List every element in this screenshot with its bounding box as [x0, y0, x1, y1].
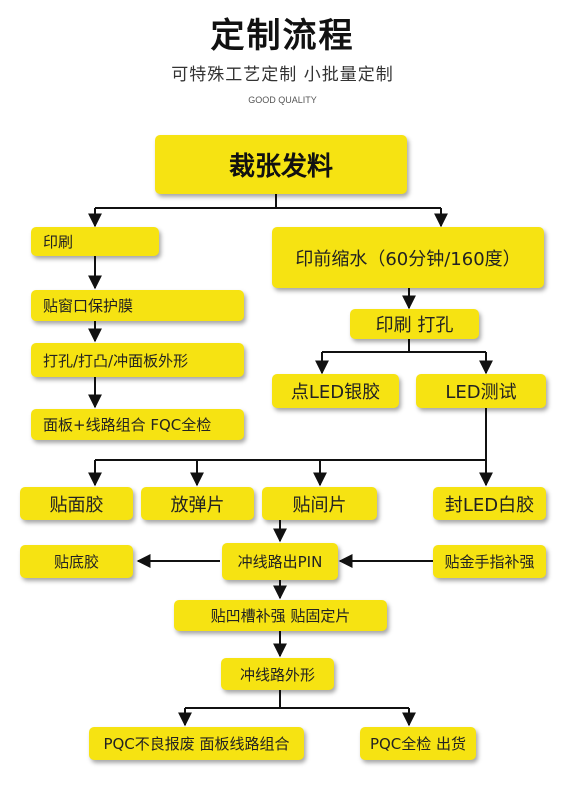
step-led-test: LED测试: [416, 374, 546, 408]
step-cut-material: 裁张发料: [155, 135, 407, 194]
page-subtitle: 可特殊工艺定制 小批量定制: [171, 65, 394, 85]
step-print-left: 印刷: [31, 227, 159, 256]
step-window-film: 贴窗口保护膜: [31, 290, 244, 321]
step-reject-assembly: PQC不良报废 面板线路组合: [89, 727, 304, 760]
page-title: 定制流程: [210, 16, 355, 56]
step-face-adhesive: 贴面胶: [20, 487, 133, 520]
step-groove-reinforce: 贴凹槽补强 贴固定片: [174, 600, 387, 631]
step-punch-shape: 打孔/打凸/冲面板外形: [31, 343, 244, 377]
step-spacer: 贴间片: [262, 487, 377, 520]
step-panel-assembly: 面板+线路组合 FQC全检: [31, 409, 244, 440]
step-gold-finger: 贴金手指补强: [433, 545, 546, 578]
step-led-silver: 点LED银胶: [272, 374, 399, 408]
step-seal-led: 封LED白胶: [433, 487, 546, 520]
step-spring-sheet: 放弹片: [141, 487, 254, 520]
step-punch-pin: 冲线路出PIN: [222, 543, 338, 580]
tagline: GOOD QUALITY: [248, 95, 317, 105]
step-final-check: PQC全检 出货: [360, 727, 476, 760]
step-print-drill: 印刷 打孔: [350, 309, 479, 339]
step-bottom-adhesive: 贴底胶: [20, 545, 133, 578]
step-pre-print-shrink: 印前缩水（60分钟/160度）: [272, 227, 544, 288]
step-punch-outline: 冲线路外形: [221, 658, 334, 690]
